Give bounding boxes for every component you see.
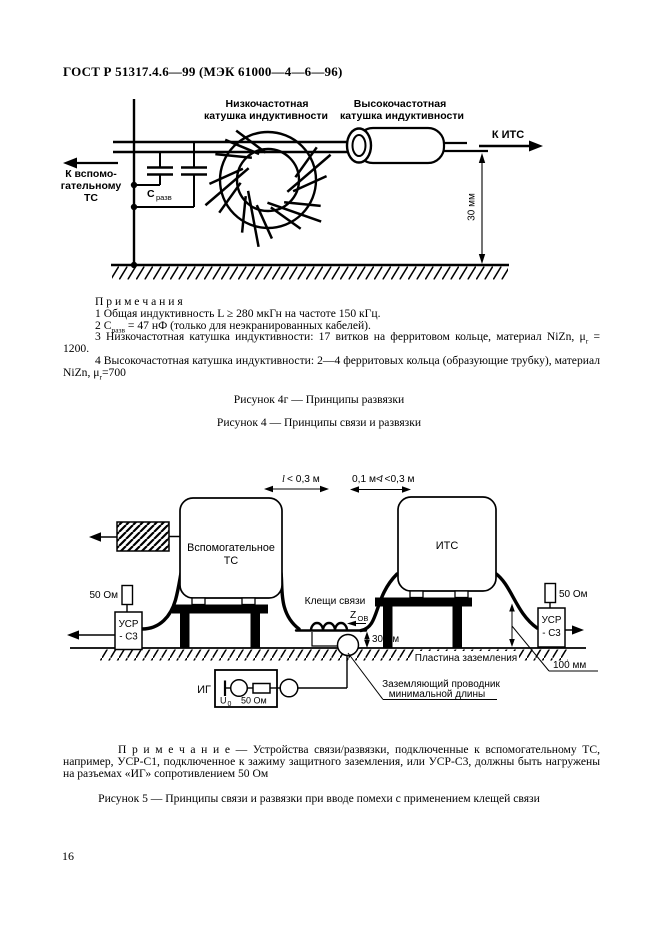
to-its-label: К ИТС: [492, 129, 524, 141]
dim-left-italic: l: [282, 474, 285, 485]
ground-wire-label-1: Заземляющий проводник: [382, 679, 500, 690]
gen-voltage-label: U: [220, 696, 227, 706]
capacitor-label-sub: разв: [156, 193, 172, 202]
notes-fig4: П р и м е ч а н и я 1 Общая индуктивност…: [63, 295, 600, 382]
test-generator: ИГ U 0 50 Ом: [197, 669, 299, 708]
lf-coil-label-2: катушка индуктивности: [204, 110, 328, 122]
to-aux-label-1: К вспомо-: [65, 168, 117, 180]
cdn-left-label-2: - С3: [119, 632, 138, 643]
dim-left-label: < 0,3 м: [287, 474, 320, 485]
caption-fig4g: Рисунок 4г — Принципы развязки: [233, 393, 405, 406]
to-aux-label-2: гательному: [61, 180, 122, 192]
source-circle: [229, 678, 249, 698]
terminator-right: [544, 582, 557, 604]
ground-plate: Пластина заземления: [70, 647, 586, 664]
hf-coil-label: Высокочастотная: [354, 98, 446, 110]
note-item-3: 3 Низкочастотная катушка индуктивности: …: [63, 330, 600, 356]
dimension-30mm: 30 мм: [467, 153, 486, 264]
note5-text: Устройства связи/развязки, подключенные …: [63, 743, 600, 780]
aux-te-label-2: ТС: [224, 555, 239, 567]
lf-coil-label: Низкочастотная: [226, 98, 309, 110]
cdn-right: УСР - С3 50 Ом: [537, 582, 588, 648]
capacitor-label: С: [147, 188, 155, 200]
figure-5-diagram: l < 0,3 м 0,1 м< l <0,3 м: [67, 474, 598, 708]
gen-ohm-label: 50 Ом: [241, 696, 267, 706]
left-table: [172, 597, 268, 648]
ohm-left-label: 50 Ом: [89, 590, 118, 601]
figure-4g-diagram: Низкочастотная катушка индуктивности Выс…: [61, 98, 543, 280]
ground-plate-label: Пластина заземления: [415, 653, 517, 664]
dim-30mm-label: 30 мм: [467, 193, 478, 221]
caption-fig5: Рисунок 5 — Принципы связи и развязки пр…: [98, 792, 540, 805]
dimension-cable-left: l < 0,3 м: [264, 474, 329, 493]
cdn-left-label-1: УСР: [119, 619, 139, 630]
aux-te-label-1: Вспомогательное: [187, 542, 275, 554]
page-number: 16: [62, 849, 74, 863]
ohm-right-label: 50 Ом: [559, 589, 588, 600]
z-impedance-sub: ОВ: [358, 614, 369, 623]
filter-block: [89, 521, 180, 552]
note-fig5: П р и м е ч а н и е — Устройства связи/р…: [63, 744, 600, 780]
to-its-arrow: [479, 140, 543, 152]
z-impedance-label: Z: [350, 610, 356, 621]
dim-right-italic: l: [380, 474, 383, 485]
standard-number-header: ГОСТ Р 51317.4.6—99 (МЭК 61000—4—6—96): [63, 64, 343, 79]
caption-fig4: Рисунок 4 — Принципы связи и развязки: [216, 416, 422, 429]
hf-coil-label-2: катушка индуктивности: [340, 110, 464, 122]
dimension-100mm: 100 мм: [509, 603, 598, 672]
note-item-4: 4 Высокочастотная катушка индуктивности:…: [63, 353, 600, 382]
earth-connection: Заземляющий проводник минимальной длины: [297, 633, 500, 700]
generator-label: ИГ: [197, 684, 211, 696]
dim-right-label-c: <0,3 м: [385, 474, 415, 485]
note-item-1: 1 Общая индуктивность L ≥ 280 мкГн на ча…: [95, 306, 381, 320]
terminator-left: [121, 584, 134, 606]
dim-right-label-a: 0,1 м<: [352, 474, 382, 485]
ground-wire-label-2: минимальной длины: [389, 689, 485, 700]
ground-plane-fig4: [111, 263, 509, 280]
dimension-cable-right: 0,1 м< l <0,3 м: [350, 474, 414, 493]
dim-100mm-label: 100 мм: [553, 660, 586, 671]
resistor-symbol: [252, 682, 271, 694]
clamp-label: Клещи связи: [305, 596, 366, 607]
cdn-right-label-2: - С3: [542, 628, 561, 639]
eut-label: ИТС: [436, 540, 459, 552]
right-table: [375, 590, 472, 648]
to-aux-arrow: [63, 157, 118, 169]
decoupling-capacitors: [130, 99, 207, 269]
gen-voltage-sub: 0: [228, 701, 232, 708]
note5-title: П р и м е ч а н и е —: [118, 743, 253, 756]
to-aux-label-3: ТС: [84, 192, 98, 204]
output-connector-circle: [279, 678, 299, 698]
lf-toroid-coil: [204, 129, 332, 248]
hf-tube-coil: [345, 126, 446, 165]
cdn-right-label-1: УСР: [542, 615, 562, 626]
note-item-2: 2 Сразв = 47 нФ (только для неэкранирова…: [95, 318, 371, 334]
dimension-30mm-clamp: 30 мм: [364, 631, 399, 648]
eut-box: [397, 496, 497, 592]
dim-30mm-clamp-label: 30 мм: [372, 634, 399, 645]
aux-te-box: [179, 497, 283, 599]
notes-title: П р и м е ч а н и я: [95, 295, 183, 308]
cdn-left: УСР - С3 50 Ом: [67, 584, 143, 651]
coupling-clamp: Клещи связи Z ОВ: [305, 596, 369, 647]
